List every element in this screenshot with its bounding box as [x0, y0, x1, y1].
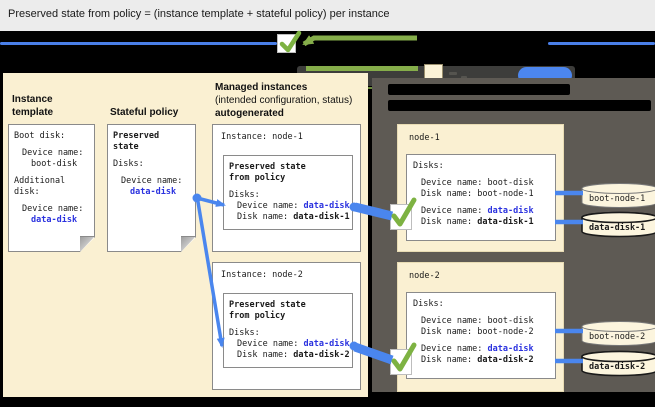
- actual-vm-heading-bar-2: [388, 100, 651, 111]
- disk-name-value: data-disk-2: [477, 355, 534, 365]
- managed-instance-node-2: Instance: node-2 Preserved state from po…: [212, 262, 361, 390]
- device-name-label: Device name:: [22, 204, 84, 214]
- instance-template-heading: Instance template: [12, 94, 54, 118]
- device-name-label: Device name:: [421, 344, 488, 354]
- disk-cylinder-boot-node-1: boot-node-1: [581, 183, 655, 208]
- disk-name-value: boot-node-2: [477, 327, 534, 337]
- legend-checkbox: [277, 34, 296, 53]
- device-name-value: data-disk: [487, 344, 534, 354]
- disk-cylinder-data-disk-1: data-disk-1: [581, 211, 655, 238]
- disk-name-label: Disk name:: [421, 217, 478, 227]
- preserved-state-from-policy-label: Preserved state from policy: [229, 162, 306, 183]
- data-device-value: data-disk: [130, 187, 177, 197]
- disk-label: data-disk-1: [589, 222, 645, 233]
- disk-name-label: Disk name:: [421, 355, 478, 365]
- disks-label: Disks:: [229, 328, 260, 338]
- managed-instance-node-1: Instance: node-1 Preserved state from po…: [212, 124, 361, 252]
- vm-node-2: node-2 Disks: Device name: boot-disk Dis…: [397, 262, 564, 392]
- diagram-title: Preserved state from policy = (instance …: [8, 8, 390, 20]
- vm-node-name: node-1: [409, 133, 440, 143]
- device-name-label: Device name:: [22, 148, 84, 158]
- legend-green-bar: [306, 66, 418, 71]
- actual-vm-heading-bar-1: [388, 84, 570, 95]
- disks-label: Disks:: [413, 161, 444, 171]
- device-name-value: boot-disk: [487, 316, 534, 326]
- additional-disk-label: Additional disk:: [14, 176, 66, 197]
- device-name-value: data-disk: [487, 206, 534, 216]
- disk-cylinder-boot-node-2: boot-node-2: [581, 321, 655, 346]
- disk-name-label: Disk name:: [421, 189, 478, 199]
- disk-name-label: Disk name:: [237, 212, 294, 222]
- instance-title: Instance: node-1: [221, 132, 303, 142]
- device-name-value: boot-disk: [487, 178, 534, 188]
- disk-name-value: data-disk-1: [477, 217, 534, 227]
- disk-label: data-disk-2: [589, 361, 645, 372]
- disk-label: boot-node-2: [589, 332, 645, 342]
- boot-device-value: boot-disk: [31, 159, 78, 169]
- node-1-preserved-checkbox: [390, 204, 412, 230]
- preserved-state-box: Preserved state from policy Disks: Devic…: [223, 293, 353, 368]
- device-name-value: data-disk: [303, 201, 350, 211]
- data-device-value: data-disk: [31, 215, 78, 225]
- legend-dash: [449, 72, 457, 75]
- device-name-label: Device name:: [421, 316, 488, 326]
- node-2-preserved-checkbox: [390, 349, 412, 375]
- legend-dash: [461, 76, 467, 79]
- vm-disks-box: Disks: Device name: boot-disk Disk name:…: [406, 154, 556, 241]
- instance-title: Instance: node-2: [221, 270, 303, 280]
- disk-name-value: data-disk-1: [293, 212, 350, 222]
- device-name-label: Device name:: [421, 206, 488, 216]
- preserved-state-label: Preserved state: [113, 131, 160, 152]
- disk-name-label: Disk name:: [237, 350, 294, 360]
- device-name-label: Device name:: [237, 339, 304, 349]
- device-name-label: Device name:: [237, 201, 304, 211]
- stateful-policy-note: Preserved state Disks: Device name: data…: [107, 124, 196, 252]
- device-name-label: Device name:: [421, 178, 488, 188]
- managed-instances-heading-line3: autogenerated: [215, 108, 284, 119]
- managed-instances-heading: Managed instances (intended configuratio…: [215, 81, 367, 120]
- device-name-label: Device name:: [121, 176, 183, 186]
- vm-disks-box: Disks: Device name: boot-disk Disk name:…: [406, 292, 556, 379]
- stateful-policy-heading: Stateful policy: [110, 107, 179, 118]
- instance-template-note: Boot disk: Device name: boot-disk Additi…: [8, 124, 95, 252]
- legend-blue-connector-line-left: [0, 42, 277, 45]
- title-bar: [0, 0, 655, 31]
- vm-node-name: node-2: [409, 271, 440, 281]
- preserved-state-from-policy-label: Preserved state from policy: [229, 300, 306, 321]
- disks-label: Disks:: [113, 159, 144, 169]
- device-name-value: data-disk: [303, 339, 350, 349]
- disks-label: Disks:: [413, 299, 444, 309]
- legend-band: [0, 31, 655, 89]
- boot-disk-label: Boot disk:: [14, 131, 66, 141]
- disk-name-label: Disk name:: [421, 327, 478, 337]
- preserved-state-box: Preserved state from policy Disks: Devic…: [223, 155, 353, 230]
- disk-name-value: data-disk-2: [293, 350, 350, 360]
- managed-instances-heading-line2: (intended configuration, status): [215, 95, 353, 106]
- disks-label: Disks:: [229, 190, 260, 200]
- legend-blue-connector-line-right: [548, 42, 655, 45]
- managed-instances-heading-line1: Managed instances: [215, 82, 308, 93]
- disk-label: boot-node-1: [589, 194, 645, 204]
- vm-node-1: node-1 Disks: Device name: boot-disk Dis…: [397, 124, 564, 252]
- disk-cylinder-data-disk-2: data-disk-2: [581, 350, 655, 377]
- disk-name-value: boot-node-1: [477, 189, 534, 199]
